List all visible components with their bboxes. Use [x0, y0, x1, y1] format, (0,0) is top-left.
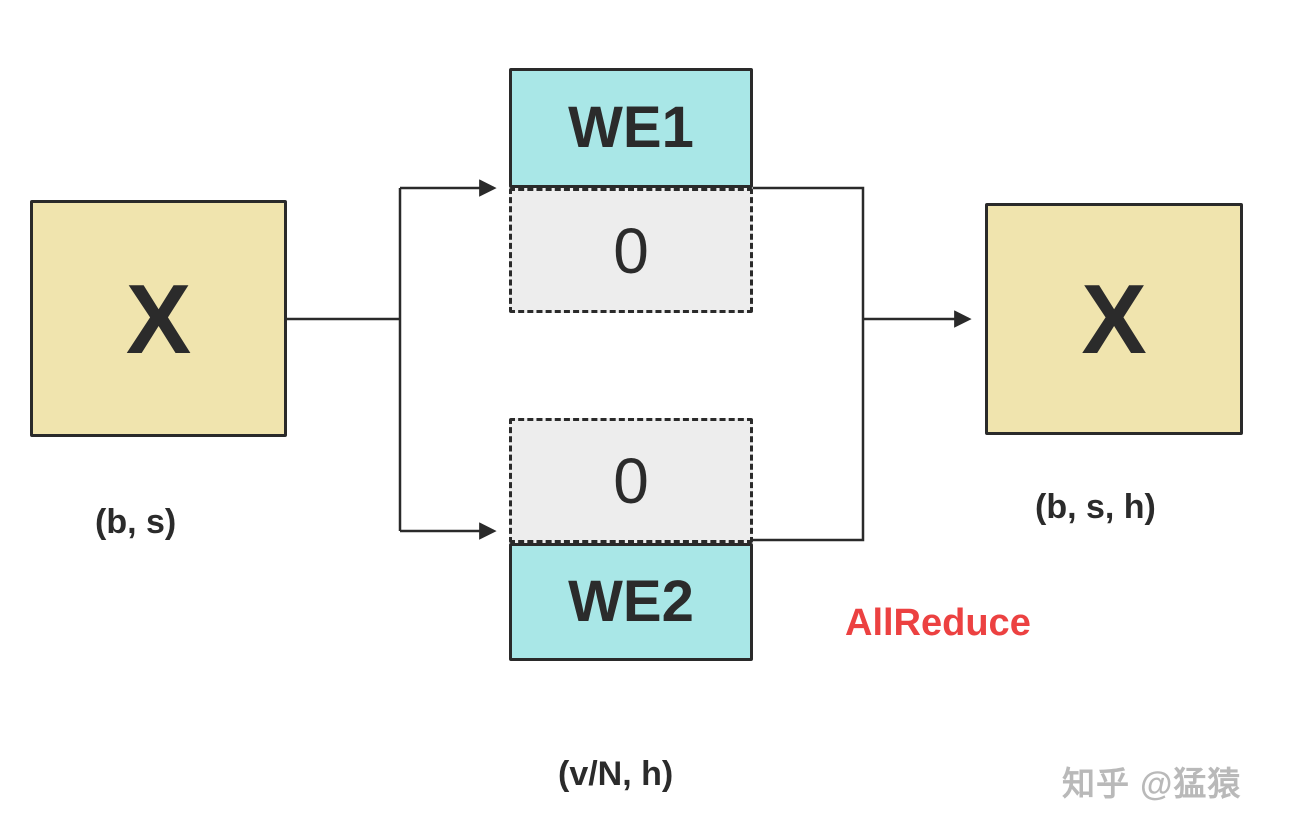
- zhihu-watermark: 知乎 @猛猿: [1062, 765, 1242, 802]
- we1-zero-pad-box: 0: [509, 188, 753, 313]
- input-x-label: X: [125, 263, 192, 374]
- input-shape-label: (b, s): [95, 503, 177, 541]
- output-x-label: X: [1081, 264, 1147, 374]
- we1-box: WE1: [509, 68, 753, 188]
- we1-zero-label: 0: [613, 214, 649, 287]
- allreduce-label: AllReduce: [845, 602, 1031, 644]
- output-shape-label: (b, s, h): [1035, 488, 1156, 526]
- we2-zero-pad-box: 0: [509, 418, 753, 543]
- we2-label: WE2: [568, 569, 694, 634]
- output-x-box: X: [985, 203, 1243, 435]
- we2-box: WE2: [509, 543, 753, 661]
- we1-label: WE1: [568, 95, 694, 160]
- input-x-box: X: [30, 200, 287, 437]
- line-top-block-to-merge: [753, 186, 865, 319]
- we2-zero-label: 0: [613, 444, 649, 517]
- line-bottom-block-to-merge: [753, 319, 865, 542]
- middle-shape-label: (v/N, h): [558, 755, 674, 793]
